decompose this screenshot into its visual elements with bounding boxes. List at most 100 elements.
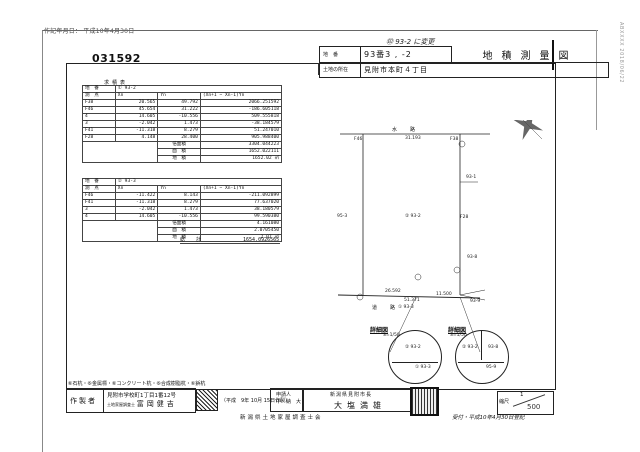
grand-total-label: 総 計: [180, 237, 205, 243]
parcel-bottom-right: 93-9: [470, 299, 481, 304]
sheet-edge: [596, 30, 597, 130]
detail2-boundary-h: [458, 362, 504, 363]
maker-block: 作製者 見附市学校町1丁目1番12号 土地家屋調査士 富岡健吉 （平成 9年 1…: [66, 388, 302, 413]
cell: 77.637020: [199, 199, 283, 207]
scale-label: 縮尺: [499, 399, 510, 405]
column-header: 測 点: [82, 92, 116, 100]
cell: 4: [82, 213, 116, 221]
side-stamp: ABXXXX 2018/06/22: [618, 22, 624, 84]
cell: -38.184579: [199, 120, 283, 128]
title-block: 地 番 93番3 , -2 地積測量図 土地の所在 見附市本町４丁目: [319, 46, 609, 78]
survey-map: [337, 120, 544, 353]
calc-header-label: 地 番: [82, 178, 116, 186]
document-title: 地積測量図: [482, 50, 578, 62]
cell: 31.222: [157, 106, 201, 114]
point-f38: F38: [450, 137, 459, 142]
grand-total: 総 計 1654.0926565: [180, 236, 279, 243]
surveyor-association: 新潟県土地家屋調査士会: [240, 415, 323, 421]
cell: -10.556: [157, 113, 201, 121]
road-top-label: 水 路: [392, 127, 420, 133]
total-value: 1652.02 ㎡: [199, 155, 283, 163]
official-seal-icon: [410, 387, 439, 416]
location-label: 土地の所在: [319, 61, 361, 78]
cell: -11.318: [114, 127, 159, 135]
boundary-marker-legend: ⑥石杭・⑥金属標・⑥コンクリート杭・⑥合成樹脂杭・⑥鋲杭: [68, 381, 206, 387]
scale-numerator: 1: [520, 392, 524, 398]
cell: F38: [82, 99, 116, 107]
cell: F46: [82, 192, 116, 200]
cell: 38.180579: [199, 206, 283, 214]
parcel-left: 95-3: [337, 214, 348, 219]
detail1-boundary: [392, 362, 438, 363]
drawing-frame: [66, 63, 556, 390]
mayor-title: 新潟県見附市長: [330, 392, 373, 398]
document-date-header: 作記年月日： 平成10年4月30日: [44, 28, 135, 35]
point-f28: F28: [460, 215, 469, 220]
detail1-parcel: ② 93-2: [405, 345, 421, 350]
total-value: 2.07 ㎡: [199, 234, 283, 242]
calc-table-title: 求積表: [104, 80, 129, 86]
cell: 8.279: [157, 127, 201, 135]
cell: -2.042: [114, 206, 159, 214]
cell: 1.473: [157, 206, 201, 214]
column-header: Xn: [114, 92, 159, 100]
parcel-right-upper: 93-1: [466, 175, 477, 180]
detail2-right: 93-8: [488, 345, 499, 350]
cell: 3: [82, 206, 116, 214]
registration-note: 受付・平成10年4月30日登記: [452, 415, 525, 421]
scale-denominator: 500: [527, 403, 541, 411]
document-sheet: [42, 30, 598, 452]
cell: -186.605118: [199, 106, 283, 114]
column-header: 測 点: [82, 185, 116, 193]
agent-box: [270, 388, 304, 412]
cell: 905.988400: [199, 134, 283, 142]
cell: 2066.251592: [199, 99, 283, 107]
location-value: 見附市本町４丁目: [360, 61, 609, 78]
chiban-value: 93番3 , -2: [360, 46, 452, 63]
agent-text: 申請人 中 納 大: [276, 391, 301, 405]
calc-parcel: ② 93-3: [114, 178, 283, 186]
maker-address: 見附市学校町1丁目1番12号: [107, 393, 176, 399]
column-header: Yn: [157, 185, 201, 193]
column-header: Yn: [157, 92, 201, 100]
dim-bottom-left: 26.592: [385, 289, 401, 294]
column-header: Xn: [114, 185, 159, 193]
cell: 4.148: [114, 134, 159, 142]
total-value: 3304.044223: [199, 141, 283, 149]
total-label: 面 積: [157, 148, 201, 156]
calc-parcel: ① 93-2: [114, 85, 283, 93]
agent-name: 中 納 大: [276, 399, 302, 405]
detail-circle-1: [388, 330, 442, 384]
agent-label: 申請人: [276, 392, 292, 398]
total-label: 地 積: [157, 155, 201, 163]
detail2-sub: 95-9: [486, 365, 497, 370]
detail-scale-2: S=1/50: [450, 333, 467, 338]
calc-table-1: 地 番 ① 93-2 測 点 Xn Yn (Xn+1 − Xn-1)Yn F38…: [81, 85, 283, 163]
maker-seal-icon: [196, 388, 218, 411]
cell: 49.792: [157, 99, 201, 107]
total-value: 2.0705450: [199, 227, 283, 235]
handwritten-annotation: ㊞ 93-2 に変更: [386, 38, 435, 46]
calc-table-2: 地 番 ② 93-3 測 点 Xn Yn (Xn+1 − Xn-1)Yn F46…: [81, 178, 283, 242]
column-header: (Xn+1 − Xn-1)Yn: [199, 92, 283, 100]
maker-info: 見附市学校町1丁目1番12号 土地家屋調査士 富岡健吉: [103, 388, 196, 413]
total-label: 倍面積: [157, 141, 201, 149]
dim-bottom-small: 51.371: [404, 298, 420, 303]
cell: 1.473: [157, 120, 201, 128]
dim-bottom-mid: 11.500: [436, 292, 452, 297]
scale-box: [497, 391, 554, 415]
cell: 99.590380: [199, 213, 283, 221]
made-date: （平成 9年 10月 15日作製）: [221, 398, 291, 404]
detail-title-1: 詳細図: [370, 327, 389, 334]
frame-divider: [318, 63, 319, 75]
parcel-bottom: ① 93-3: [398, 305, 414, 310]
calc-header-label: 地 番: [82, 85, 116, 93]
